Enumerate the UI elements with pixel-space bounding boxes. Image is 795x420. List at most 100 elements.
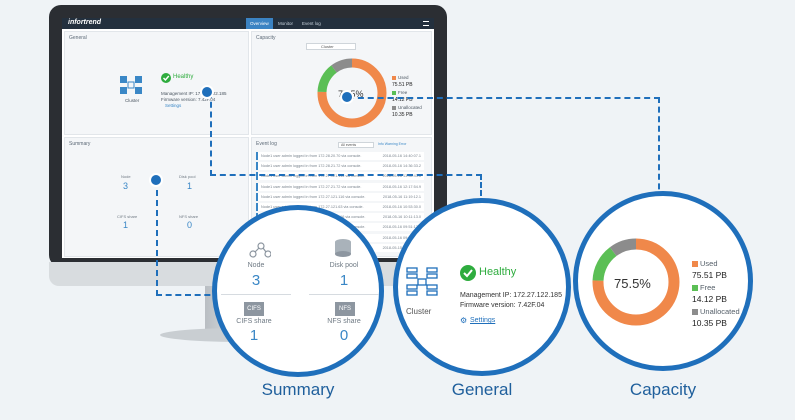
brand-logo: infortrend xyxy=(68,19,102,26)
event-log-time: 2018-05-16 11:19:12.1 xyxy=(382,194,421,199)
mini-cifs-value: 1 xyxy=(123,220,129,230)
summary-connector-horizontal xyxy=(156,294,220,296)
general-callout-dot xyxy=(200,85,214,99)
event-log-row[interactable]: Node1 user admin logged in from 172.27.1… xyxy=(256,192,424,201)
summary-callout-dot xyxy=(149,173,163,187)
event-log-row[interactable]: Node1 user admin logged in from 172.27.1… xyxy=(256,172,424,181)
mini-disk-value: 1 xyxy=(187,181,193,191)
mini-nfs-label: NFS share xyxy=(179,214,199,219)
tab-event-log[interactable]: Event log xyxy=(302,21,321,26)
event-log-row[interactable]: Node1 user admin logged in from 172.28.2… xyxy=(256,162,424,171)
node-icon xyxy=(249,242,271,258)
general-caption: General xyxy=(451,380,513,399)
mini-free-label: Free xyxy=(398,90,408,95)
gear-icon[interactable]: ⚙ xyxy=(460,316,468,325)
mini-unallocated-arc xyxy=(317,58,387,128)
mini-unallocated-swatch xyxy=(392,106,396,110)
tab-monitor[interactable]: Monitor xyxy=(278,21,294,26)
summary-disk-pool-value: 1 xyxy=(339,272,349,289)
event-log-message: Node1 user admin logged in from 172.28.2… xyxy=(261,164,362,169)
summary-zoom-circle: Node 3 Disk pool 1 CIFS CIFS share 1 NFS… xyxy=(212,205,384,377)
event-log-time: 2018-05-16 09:33:47.8 xyxy=(382,235,421,240)
event-log-time: 2018-05-16 10:11:13.0 xyxy=(382,215,421,220)
summary-caption: Summary xyxy=(261,380,335,399)
event-log-time: 2018-05-16 12:17:54.9 xyxy=(382,184,421,189)
nfs-share-icon: NFS xyxy=(335,302,355,316)
free-legend-value: 14.12 PB xyxy=(692,294,727,304)
event-log-title: Event log xyxy=(256,141,277,147)
dashboard-screen: infortrend Overview Monitor Event log Ge… xyxy=(62,18,434,258)
general-management-ip: Management IP: 172.27.122.185 xyxy=(460,292,562,299)
mini-cluster-label: Cluster xyxy=(125,98,140,103)
mini-capacity-donut xyxy=(317,58,387,128)
general-settings-link[interactable]: Settings xyxy=(470,317,496,324)
mini-unallocated-value: 10.35 PB xyxy=(392,112,413,118)
event-filter-select[interactable]: All events xyxy=(338,142,374,148)
summary-nfs-label: NFS share xyxy=(327,318,361,325)
summary-node-value: 3 xyxy=(251,272,261,289)
summary-node-label: Node xyxy=(247,262,265,269)
summary-connector-vertical xyxy=(156,180,158,296)
free-legend-label: Free xyxy=(700,283,716,292)
summary-cifs-value: 1 xyxy=(249,327,259,344)
summary-disk-pool-label: Disk pool xyxy=(329,262,359,269)
capacity-scope-select[interactable]: Cluster xyxy=(306,43,356,50)
checkmark-icon xyxy=(460,265,476,281)
capacity-donut-chart xyxy=(592,238,680,326)
capacity-zoom-circle: 75.5% Used 75.51 PB Free 14.12 PB Unallo… xyxy=(573,191,753,371)
free-legend-swatch xyxy=(692,285,698,291)
event-level-filters[interactable]: Info Warning Error xyxy=(378,142,407,146)
event-log-row[interactable]: Node1 user admin logged in from 172.28.2… xyxy=(256,152,424,160)
capacity-unallocated-arc xyxy=(592,238,680,326)
capacity-callout-dot xyxy=(340,90,354,104)
mini-disk-label: Disk pool xyxy=(179,174,196,179)
general-cluster-label: Cluster xyxy=(406,307,432,316)
capacity-caption: Capacity xyxy=(629,380,697,399)
event-log-time: 2018-05-16 10:53:30.0 xyxy=(382,205,421,209)
event-log-time: 2018-05-16 14:36:33.2 xyxy=(382,164,421,169)
summary-cifs-label: CIFS share xyxy=(236,318,272,325)
mini-used-label: Used xyxy=(398,75,409,80)
capacity-connector-vertical xyxy=(658,97,660,199)
event-log-message: Node1 user admin logged in from 172.27.1… xyxy=(261,194,366,199)
cluster-icon xyxy=(120,76,142,94)
mini-nfs-value: 0 xyxy=(187,220,193,230)
top-navigation-bar: infortrend Overview Monitor Event log xyxy=(62,18,434,29)
summary-nfs-value: 0 xyxy=(339,327,349,344)
general-zoom-circle: Cluster Healthy Management IP: 172.27.12… xyxy=(393,198,571,376)
checkmark-icon xyxy=(161,73,171,83)
disk-pool-icon xyxy=(335,239,351,257)
capacity-percent-label: 75.5% xyxy=(614,276,651,291)
event-log-time: 2018-05-16 14:40:07.1 xyxy=(382,154,421,158)
mini-free-value: 14.12 PB xyxy=(392,97,413,103)
mini-status-text: Healthy xyxy=(173,74,194,80)
mini-node-value: 3 xyxy=(123,181,129,191)
used-legend-label: Used xyxy=(700,259,718,268)
event-log-message: Node1 user admin logged in from 172.28.2… xyxy=(261,154,362,158)
capacity-panel-title: Capacity xyxy=(256,35,276,41)
used-legend-value: 75.51 PB xyxy=(692,270,727,280)
general-connector-vertical xyxy=(210,92,212,176)
event-log-time: 2018-05-16 13:56:43.6 xyxy=(382,174,421,179)
general-status-text: Healthy xyxy=(479,266,517,278)
menu-icon[interactable] xyxy=(423,21,429,26)
mini-firmware: Firmware version: 7.42F.04 xyxy=(161,97,216,102)
cluster-icon xyxy=(406,267,438,296)
capacity-connector-horizontal xyxy=(348,97,660,99)
mini-mgmt-ip: Management IP: 172.27.122.185 xyxy=(161,91,227,96)
unallocated-legend-value: 10.35 PB xyxy=(692,318,727,328)
cifs-share-icon: CIFS xyxy=(244,302,264,316)
mini-settings-link[interactable]: Settings xyxy=(165,103,182,108)
event-log-row[interactable]: Node1 user admin logged in from 172.27.2… xyxy=(256,182,424,191)
mini-node-label: Node xyxy=(121,174,131,179)
general-panel: General Cluster Healthy Management IP: 1… xyxy=(64,31,249,135)
mini-used-value: 75.51 PB xyxy=(392,82,413,88)
used-legend-swatch xyxy=(692,261,698,267)
general-connector-drop xyxy=(480,174,482,204)
mini-free-swatch xyxy=(392,91,396,95)
capacity-panel: Capacity Cluster 75.5% Used 75.51 PB Fre… xyxy=(251,31,432,135)
mini-unallocated-label: Unallocated xyxy=(398,105,422,110)
tab-overview[interactable]: Overview xyxy=(246,18,273,29)
summary-panel-title: Summary xyxy=(69,141,91,147)
summary-divider xyxy=(309,294,379,295)
